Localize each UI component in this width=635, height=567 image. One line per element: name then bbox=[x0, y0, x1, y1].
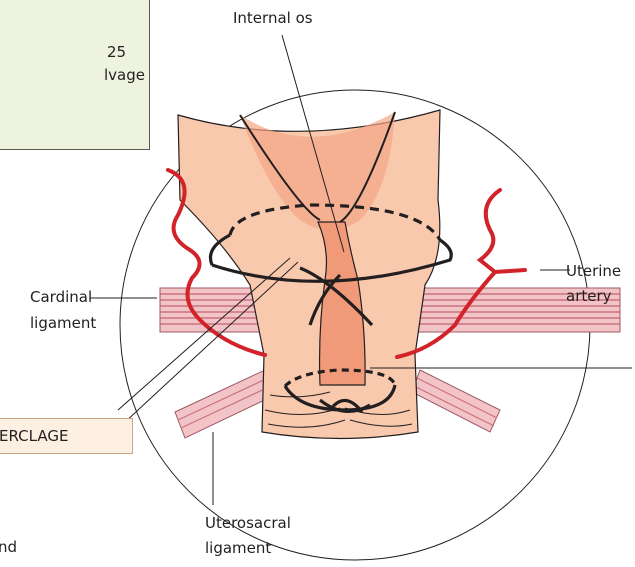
cerclage-label: ERCLAGE bbox=[0, 427, 68, 445]
label-cut-off-text: nd bbox=[0, 537, 17, 558]
label-uterine-artery-2: artery bbox=[566, 286, 612, 307]
label-uterosacral-ligament-2: ligament bbox=[205, 538, 271, 559]
label-uterine-artery-1: Uterine bbox=[566, 261, 621, 282]
label-cardinal-ligament-1: Cardinal bbox=[30, 287, 92, 308]
label-uterosacral-ligament-1: Uterosacral bbox=[205, 513, 291, 534]
cerclage-label-box: ERCLAGE bbox=[0, 418, 133, 454]
label-cardinal-ligament-2: ligament bbox=[30, 313, 96, 334]
label-internal-os: Internal os bbox=[233, 8, 313, 29]
